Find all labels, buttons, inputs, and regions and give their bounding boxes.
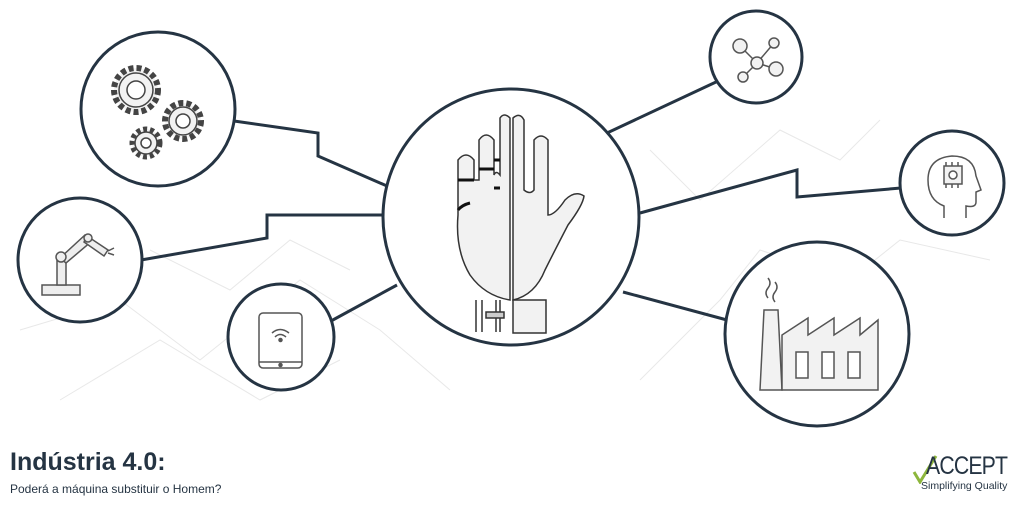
connector-gears (233, 119, 388, 188)
page-subtitle: Poderá a máquina substituir o Homem? (10, 482, 222, 496)
node-gears (79, 30, 237, 188)
node-robot-arm (16, 196, 144, 324)
connector-ai-head (639, 168, 902, 215)
logo-tagline: Simplifying Quality (921, 480, 1008, 492)
gears-icon (111, 65, 204, 160)
ai-head-chip-icon (927, 155, 982, 218)
robot-human-hand-icon (456, 114, 585, 334)
check-mark-icon (912, 455, 938, 484)
page-title: Indústria 4.0: (10, 448, 166, 476)
connector-factory (622, 290, 728, 322)
tablet-wifi-icon (258, 312, 303, 369)
logo-word: ACCEPT (926, 452, 1008, 480)
node-hand (381, 87, 641, 347)
connector-tablet (330, 283, 398, 323)
network-nodes-icon (732, 37, 784, 83)
factory-icon (759, 277, 879, 391)
accept-logo: ACCEPT Simplifying Quality (912, 452, 1017, 497)
robot-arm-icon (41, 233, 115, 296)
connectors (140, 80, 902, 323)
connector-network (606, 80, 717, 135)
connector-robot-arm (140, 213, 384, 262)
